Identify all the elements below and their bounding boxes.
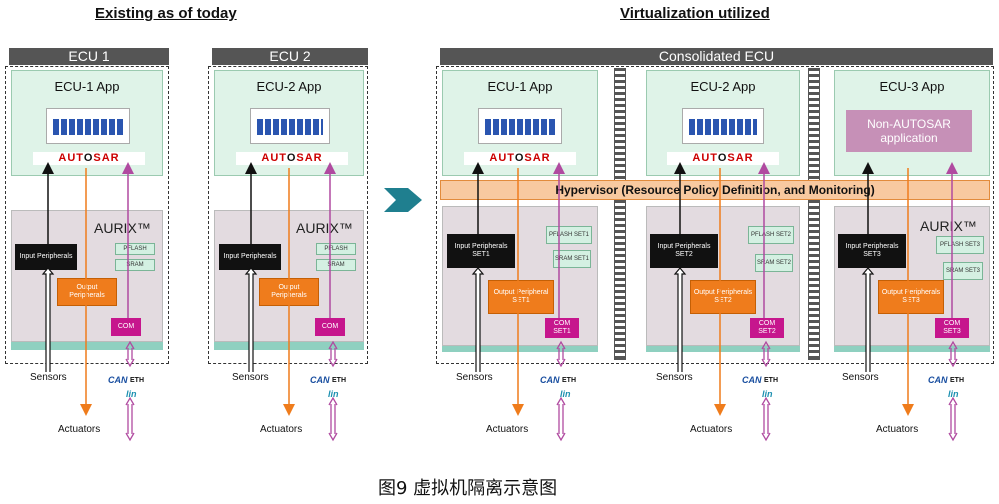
partition3-can-logo: CAN [928, 375, 948, 385]
partition2-output-peripherals: Output Peripherals SET2 [690, 280, 756, 314]
ecu1-sram: SRAM [115, 259, 155, 271]
figure-caption: 图9 虚拟机隔离示意图 [378, 478, 558, 499]
hypervisor-bar: Hypervisor (Resource Policy Definition, … [440, 180, 990, 200]
ecu2-bus-arrow [328, 340, 338, 368]
partition2-actuators-label: Actuators [690, 424, 733, 435]
ecu1-aurix-label: AURIX™ [94, 220, 151, 236]
partition2-app-title: ECU-2 App [690, 79, 756, 94]
partition2-network-arrow [761, 396, 771, 442]
partition1-bus-arrow [556, 340, 566, 368]
ecu1-output-peripherals: Output Peripherals [57, 278, 117, 306]
partition1-output-peripherals: Output Peripheral SET1 [488, 280, 554, 314]
ecu2-pflash: PFLASH [316, 243, 356, 255]
partition3-eth-label: ETH [950, 377, 964, 384]
consolidated-title: Consolidated ECU [440, 48, 993, 65]
partition3-pflash: PFLASH SET3 [936, 236, 984, 254]
partition2-input-peripherals: Input Peripherals SET2 [650, 234, 718, 268]
partition3-output-peripherals: Output Peripherals SET3 [878, 280, 944, 314]
ecu2-eth-label: ETH [332, 377, 346, 384]
partition3-sensor-arrow [861, 267, 875, 372]
partition3-actuators-label: Actuators [876, 424, 919, 435]
partition2-bus-strip [646, 346, 800, 352]
autosar-logo: AUTOSAR [464, 152, 576, 165]
partition1-input-peripherals: Input Peripherals SET1 [447, 234, 515, 268]
ecu1-can-logo: CAN [108, 375, 128, 385]
partition1-sensors-label: Sensors [456, 372, 493, 383]
partition3-app-title: ECU-3 App [879, 79, 945, 94]
partition1-com: COM SET1 [545, 318, 579, 338]
partition3-bus-arrow [948, 340, 958, 368]
transition-arrow-icon [384, 188, 422, 212]
ecu1-container [5, 66, 169, 364]
partition3-network-arrow [948, 396, 958, 442]
ecu1-lin-logo: lin [126, 389, 137, 399]
partition3-lin-logo: lin [948, 389, 959, 399]
consolidated-container [436, 66, 994, 364]
partition2-can-logo: CAN [742, 375, 762, 385]
ecu2-sensors-label: Sensors [232, 372, 269, 383]
partition1-can-logo: CAN [540, 375, 560, 385]
partition3-com: COM SET3 [935, 318, 969, 338]
ecu2-sensor-arrow [244, 267, 258, 372]
ecu2-com: COM [315, 318, 345, 336]
partition3-bus-strip [834, 346, 990, 352]
partition1-app-screenshot [478, 108, 562, 144]
ecu2-sram: SRAM [316, 259, 356, 271]
ecu1-app-screenshot [46, 108, 130, 144]
ecu2-network-arrow [328, 396, 338, 442]
partition3-input-peripherals: Input Peripherals SET3 [838, 234, 906, 268]
partition2-pflash: PFLASH SET2 [748, 226, 794, 244]
autosar-logo: AUTOSAR [667, 152, 779, 165]
partition1-app-title: ECU-1 App [487, 79, 553, 94]
partition1-eth-label: ETH [562, 377, 576, 384]
ecu1-title: ECU 1 [9, 48, 169, 65]
partition-divider-2 [808, 68, 820, 360]
autosar-logo: AUTOSAR [236, 152, 348, 165]
partition2-lin-logo: lin [762, 389, 773, 399]
ecu1-com: COM [111, 318, 141, 336]
ecu1-sensor-arrow [41, 267, 55, 372]
ecu1-input-peripherals: Input Peripherals [15, 244, 77, 270]
ecu2-container [208, 66, 368, 364]
partition1-pflash: PFLASH SET1 [546, 226, 592, 244]
partition-divider-1 [614, 68, 626, 360]
partition2-bus-arrow [761, 340, 771, 368]
partition2-com: COM SET2 [750, 318, 784, 338]
ecu2-can-logo: CAN [310, 375, 330, 385]
ecu2-app-title: ECU-2 App [256, 79, 322, 94]
heading-virtualization: Virtualization utilized [620, 5, 770, 22]
partition2-eth-label: ETH [764, 377, 778, 384]
consolidated-aurix-label: AURIX™ [920, 218, 977, 234]
ecu1-network-arrow [125, 396, 135, 442]
partition2-app-screenshot [682, 108, 764, 144]
partition2-sensor-arrow [673, 267, 687, 372]
partition1-network-arrow [556, 396, 566, 442]
ecu2-input-peripherals: Input Peripherals [219, 244, 281, 270]
partition2-sensors-label: Sensors [656, 372, 693, 383]
partition1-sram: SRAM SET1 [553, 250, 591, 268]
partition3-sram: SRAM SET3 [943, 262, 983, 280]
non-autosar-application: Non-AUTOSAR application [846, 110, 972, 152]
partition1-sensor-arrow [471, 267, 485, 372]
partition1-actuators-label: Actuators [486, 424, 529, 435]
autosar-logo: AUTOSAR [33, 152, 145, 165]
heading-existing: Existing as of today [95, 5, 237, 22]
partition1-lin-logo: lin [560, 389, 571, 399]
ecu1-actuators-label: Actuators [58, 424, 101, 435]
partition1-bus-strip [442, 346, 598, 352]
ecu2-app-screenshot [250, 108, 330, 144]
ecu1-bus-strip [11, 342, 163, 350]
ecu1-app-title: ECU-1 App [54, 79, 120, 94]
ecu2-aurix-label: AURIX™ [296, 220, 353, 236]
partition3-sensors-label: Sensors [842, 372, 879, 383]
ecu1-eth-label: ETH [130, 377, 144, 384]
ecu2-title: ECU 2 [212, 48, 368, 65]
ecu2-actuators-label: Actuators [260, 424, 303, 435]
ecu2-lin-logo: lin [328, 389, 339, 399]
ecu1-sensors-label: Sensors [30, 372, 67, 383]
ecu1-pflash: PFLASH [115, 243, 155, 255]
ecu1-bus-arrow [125, 340, 135, 368]
